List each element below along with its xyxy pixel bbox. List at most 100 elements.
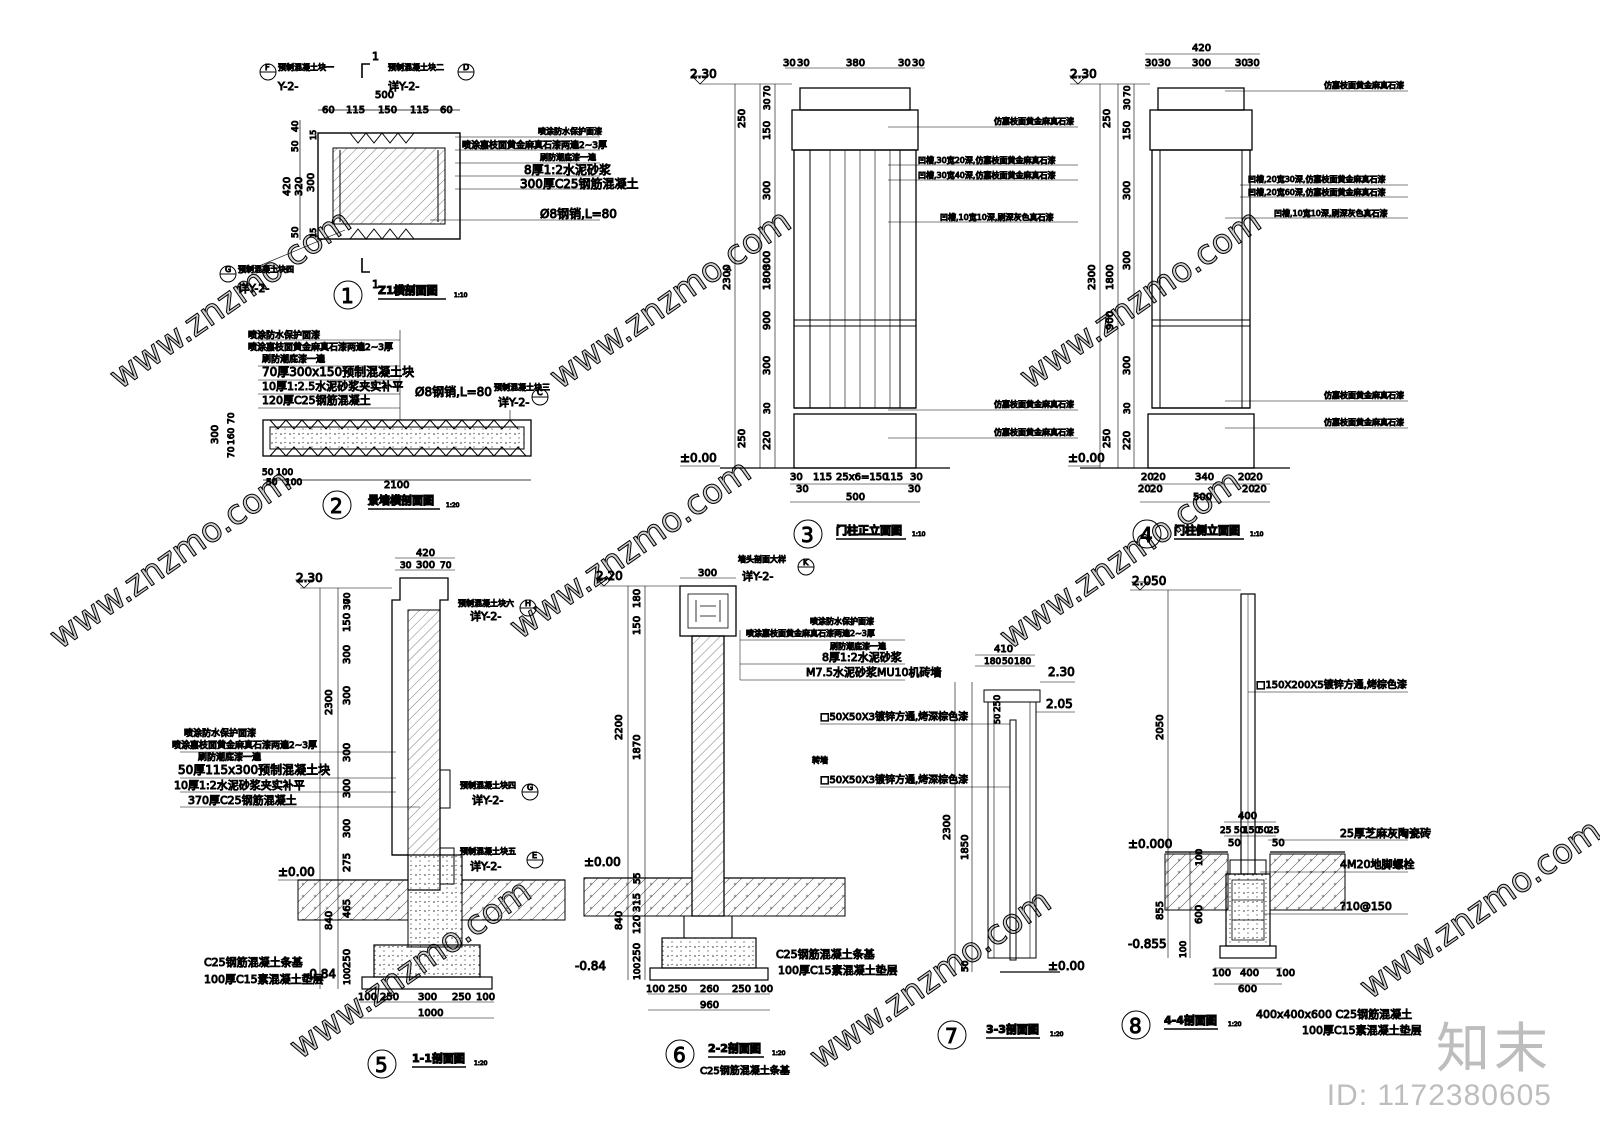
- dim: 50: [1234, 826, 1246, 836]
- dim: 150: [342, 613, 353, 632]
- note: 转墙: [812, 755, 828, 765]
- dim: 2300: [324, 690, 335, 715]
- detail-title: 门柱正立面图: [836, 523, 902, 537]
- dim: 300: [210, 425, 221, 444]
- note: 120厚C25钢筋混凝土: [262, 393, 371, 407]
- ref-label: E: [532, 851, 537, 860]
- detail-scale: 1:20: [1050, 1031, 1064, 1038]
- dim: 410: [994, 644, 1013, 655]
- dim: 1800: [762, 265, 773, 290]
- dim: 50: [291, 226, 301, 238]
- detail-number: 3: [801, 523, 814, 547]
- detail-title: 景墙横剖面图: [367, 493, 434, 507]
- detail-number: 6: [673, 1043, 686, 1067]
- detail-scale: 1:10: [454, 292, 468, 299]
- dim: 300: [762, 251, 773, 270]
- note: 100厚C15素混凝土垫层: [1302, 1023, 1422, 1037]
- dim: 300: [762, 181, 773, 200]
- dim: 250: [632, 943, 643, 962]
- dim: 20: [1141, 472, 1154, 483]
- dim: 275: [342, 853, 353, 872]
- elevation-label: 2.050: [1132, 574, 1166, 588]
- note: 100厚C15素混凝土垫层: [778, 963, 898, 977]
- elevation-label: ±0.00: [278, 865, 315, 879]
- note: C25钢筋混凝土条基: [776, 947, 875, 961]
- dim: 30: [783, 58, 796, 69]
- dim: 220: [762, 431, 773, 450]
- note: 8厚1:2水泥砂浆: [524, 162, 611, 177]
- note: 凹槽,20宽60深,仿嘉枝面黄金麻真石漆: [1248, 187, 1385, 197]
- note: 预制混凝土块三: [494, 382, 550, 392]
- note: 喷涂防水保护面漆: [184, 727, 256, 739]
- note: 仿嘉枝面黄金麻真石漆: [1324, 417, 1404, 427]
- dim: 840: [324, 911, 335, 930]
- detail-scale: 1:10: [912, 531, 926, 538]
- dim: 160: [227, 428, 237, 445]
- dim: 300: [306, 173, 317, 192]
- dim: 300: [342, 645, 353, 664]
- note: 预制混凝土块五: [460, 846, 516, 856]
- detail-title: 3-3剖面图: [986, 1022, 1039, 1036]
- watermark-site: www.znzmo.com: [1012, 201, 1268, 397]
- dim: 2300: [722, 265, 733, 290]
- elevation-label: 2.30: [1070, 67, 1097, 81]
- note: 预制混凝土块四: [460, 780, 516, 790]
- detail-scale: 1:20: [474, 1060, 488, 1067]
- note: □150X200X5镀锌方通,烤棕色漆: [1256, 678, 1407, 691]
- note: 100厚C15素混凝土垫层: [204, 972, 324, 986]
- dim: 30: [908, 484, 921, 495]
- dim: 100: [276, 468, 293, 478]
- note: 喷涂防水保护面漆: [538, 126, 602, 136]
- dim: 30: [343, 598, 353, 610]
- dim: 300: [418, 992, 437, 1003]
- dim: 2300: [1087, 265, 1098, 290]
- dim: 300: [342, 686, 353, 705]
- dim: 250: [737, 429, 748, 448]
- note: 预制混凝土块六: [458, 598, 514, 608]
- dim: 300: [762, 356, 773, 375]
- dim: 300: [1192, 58, 1211, 69]
- dim: 2100: [384, 480, 409, 491]
- dim: 40: [291, 120, 301, 132]
- detail-scale: 1:20: [1228, 1021, 1242, 1028]
- dim: 30: [763, 98, 773, 110]
- dim: 400: [1240, 968, 1259, 979]
- dim: 115: [346, 105, 365, 116]
- note: 70厚300x150预制混凝土块: [262, 364, 414, 379]
- dim: 30: [910, 472, 923, 483]
- dim: 100: [1179, 941, 1189, 958]
- note: 刷防潮底漆一遍: [262, 353, 325, 365]
- dim: 150: [378, 105, 397, 116]
- dim: 180: [984, 657, 1001, 667]
- watermark-logo: 知末: [1436, 1019, 1552, 1079]
- note: 喷涂嘉枝面黄金麻真石漆两遍2~3厚: [172, 739, 317, 751]
- dim: 465: [342, 899, 353, 918]
- dim: 250: [1102, 109, 1113, 128]
- note: 喷涂嘉枝面黄金麻真石漆两遍2~3厚: [746, 628, 875, 638]
- note: 墙头剖面大样: [738, 554, 786, 564]
- note: □50X50X3镀锌方通,烤深棕色漆: [820, 773, 968, 786]
- detail-3-front-elevation: 2.30 ±0.00 70 30 250 150 300 1800 2300 3…: [680, 58, 1078, 549]
- dim: 115: [410, 105, 429, 116]
- dim: 115: [813, 472, 832, 483]
- note: C25钢筋混凝土条基: [204, 955, 303, 969]
- note: 详Y-2-: [742, 569, 773, 583]
- detail-number: 1: [341, 284, 354, 308]
- dim: 340: [1195, 472, 1214, 483]
- dim: 30: [1235, 58, 1248, 69]
- dim: 15: [309, 130, 318, 140]
- dim: 180: [632, 589, 643, 608]
- dim: 100: [633, 963, 643, 980]
- dim: 320: [294, 177, 305, 196]
- dim: 55: [633, 873, 643, 884]
- dim: 50: [1258, 826, 1270, 836]
- ref-label: D: [463, 63, 469, 72]
- dim: 100: [476, 992, 495, 1003]
- detail-number: 8: [1129, 1014, 1142, 1038]
- dim: 70: [763, 85, 773, 97]
- dim: 25: [1220, 826, 1231, 836]
- dim: 20: [1138, 484, 1151, 495]
- dim: 300: [1122, 181, 1133, 200]
- detail-scale: 1:10: [1250, 531, 1264, 538]
